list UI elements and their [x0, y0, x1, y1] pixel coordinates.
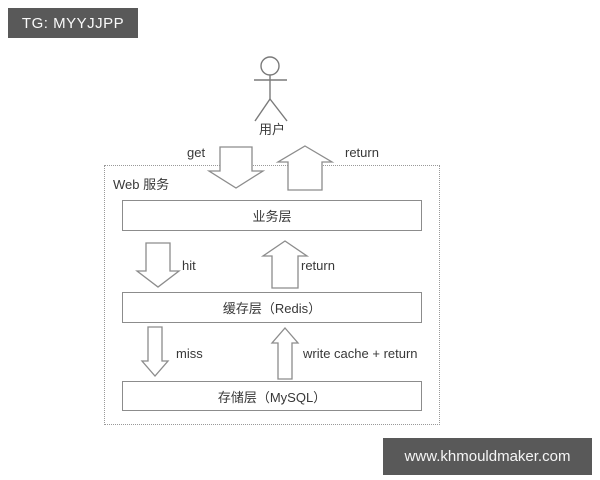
flow-label-return-mid: return — [301, 258, 335, 273]
flow-label-miss: miss — [176, 346, 203, 361]
business-layer-label: 业务层 — [252, 209, 292, 224]
tg-badge-text: TG: MYYJJPP — [21, 14, 125, 32]
cache-layer-label: 缓存层（Redis） — [222, 301, 322, 316]
storage-layer-box: 存储层（MySQL） — [122, 381, 422, 411]
business-layer-box: 业务层 — [122, 200, 422, 231]
flow-label-return-top: return — [345, 145, 379, 160]
user-actor-label: 用户 — [258, 122, 285, 137]
web-service-container: Web 服务 — [104, 165, 440, 425]
watermark-text: www.khmouldmaker.com — [404, 448, 571, 465]
flow-label-get: get — [187, 145, 206, 160]
tg-badge: TG: MYYJJPP — [8, 8, 138, 38]
watermark-bar: www.khmouldmaker.com — [383, 438, 592, 475]
cache-layer-box: 缓存层（Redis） — [122, 292, 422, 323]
web-service-label: Web 服务 — [113, 177, 170, 192]
flow-label-hit: hit — [182, 258, 196, 273]
stick-figure-person-icon — [254, 56, 288, 122]
storage-layer-label: 存储层（MySQL） — [217, 389, 327, 405]
flow-label-write-cache-return: write cache + return — [303, 346, 418, 361]
